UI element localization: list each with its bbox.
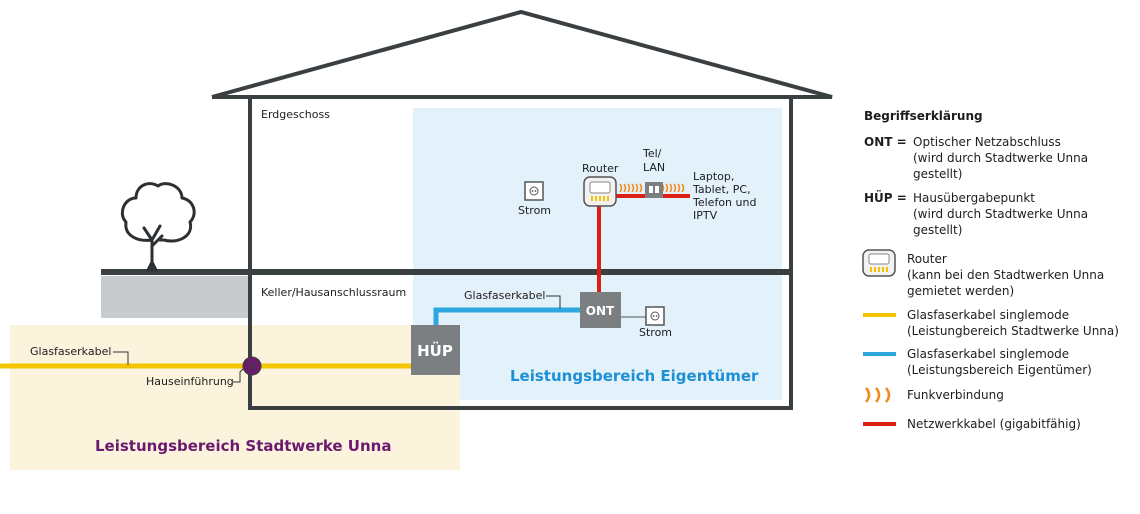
house-roof: [211, 9, 833, 99]
legend-huep-line-1: Hausübergabepunkt: [913, 191, 1035, 205]
legend-radio: Funkverbindung: [907, 388, 1004, 402]
legend-yellow-line-2: (Leistungbereich Stadtwerke Unna): [907, 324, 1119, 338]
clients-line-4: IPTV: [693, 209, 718, 222]
legend-blue-line-1: Glasfaserkabel singlemode: [907, 347, 1069, 361]
legend-huep-line-2: (wird durch Stadtwerke Unna: [913, 207, 1088, 221]
strom-label-upper: Strom: [518, 204, 551, 217]
legend-ont-line-3: gestellt): [913, 167, 962, 181]
house-entry-label: Hauseinführung: [146, 375, 234, 388]
utility-zone-label: Leistungsbereich Stadtwerke Unna: [95, 437, 391, 455]
router-icon: [583, 176, 617, 207]
huep-box: [411, 325, 460, 375]
strom-label-lower: Strom: [639, 326, 672, 339]
indoor-cable-label: Glasfaserkabel: [464, 289, 545, 302]
legend-router-line-1: Router: [907, 252, 947, 266]
house-walls: [248, 95, 793, 410]
fiber-cable-indoor: [433, 307, 581, 326]
clients-line-1: Laptop,: [693, 170, 734, 183]
legend-ont-line-1: Optischer Netzabschluss: [913, 135, 1061, 149]
legend-ont-line-2: (wird durch Stadtwerke Unna: [913, 151, 1088, 165]
ethernet-jack-icon: [645, 182, 663, 198]
utility-zone: [10, 325, 460, 470]
legend-yellow-line-1: Glasfaserkabel singlemode: [907, 308, 1069, 322]
power-outlet-icon: [524, 181, 544, 201]
owner-zone-label: Leistungsbereich Eigentümer: [510, 367, 759, 385]
legend-ont-abbr: ONT =: [864, 135, 907, 149]
floor-label-ground: Erdgeschoss: [261, 108, 330, 121]
floor-label-basement: Keller/Hausanschlussraum: [261, 286, 406, 299]
legend-network: Netzwerkkabel (gigabitfähig): [907, 417, 1081, 431]
legend-huep-line-3: gestellt): [913, 223, 962, 237]
tree-icon: [120, 182, 196, 272]
legend-router-line-3: gemietet werden): [907, 284, 1014, 298]
router-label: Router: [582, 162, 619, 175]
ground-soil: [101, 276, 249, 318]
huep-label: HÜP: [417, 341, 453, 360]
legend-huep-abbr: HÜP =: [864, 190, 907, 205]
tel-lan-label-2: LAN: [643, 161, 665, 174]
outdoor-cable-label: Glasfaserkabel: [30, 345, 111, 358]
clients-line-3: Telefon und: [692, 196, 756, 209]
legend: Begriffserklärung ONT = Optischer Netzab…: [862, 109, 1119, 431]
legend-title: Begriffserklärung: [864, 109, 983, 123]
ont-box: [580, 292, 621, 328]
power-outlet-icon: [645, 306, 665, 326]
ont-label: ONT: [586, 304, 615, 318]
legend-blue-line-2: (Leistungsbereich Eigentümer): [907, 363, 1092, 377]
clients-line-2: Tablet, PC,: [692, 183, 751, 196]
ground-line: [101, 269, 249, 275]
leader-outdoor-cable: [113, 351, 129, 365]
tel-lan-label-1: Tel/: [642, 147, 662, 160]
radio-waves-icon: [865, 387, 891, 403]
floor-divider: [249, 269, 792, 275]
router-icon: [862, 249, 896, 277]
leader-indoor-cable: [546, 295, 561, 309]
legend-router-line-2: (kann bei den Stadtwerken Unna: [907, 268, 1104, 282]
entry-cross-2: [245, 359, 259, 373]
